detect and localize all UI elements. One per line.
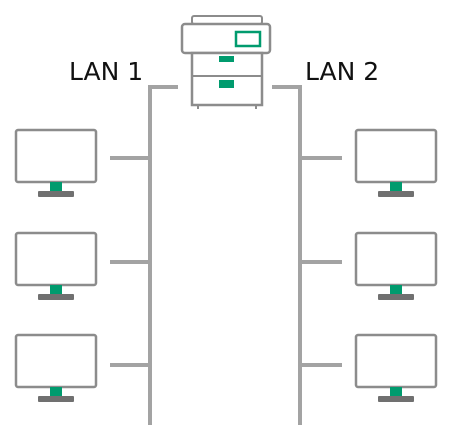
lan-2-backbone <box>272 85 302 425</box>
computer-monitor-icon <box>14 128 98 197</box>
lan-1-backbone <box>148 85 178 425</box>
drawer-handle <box>219 56 234 62</box>
multifunction-printer-icon <box>180 15 272 109</box>
control-panel <box>234 30 262 48</box>
lan-2-label: LAN 2 <box>305 57 379 86</box>
lan-2-branches <box>300 156 342 367</box>
computer-monitor-icon <box>354 333 438 402</box>
drawer-handle <box>219 80 234 88</box>
computer-monitor-icon <box>354 128 438 197</box>
lan-1-label: LAN 1 <box>69 57 143 86</box>
computer-monitor-icon <box>354 231 438 300</box>
computer-monitor-icon <box>14 231 98 300</box>
computer-monitor-icon <box>14 333 98 402</box>
lan-1-branches <box>110 156 150 367</box>
